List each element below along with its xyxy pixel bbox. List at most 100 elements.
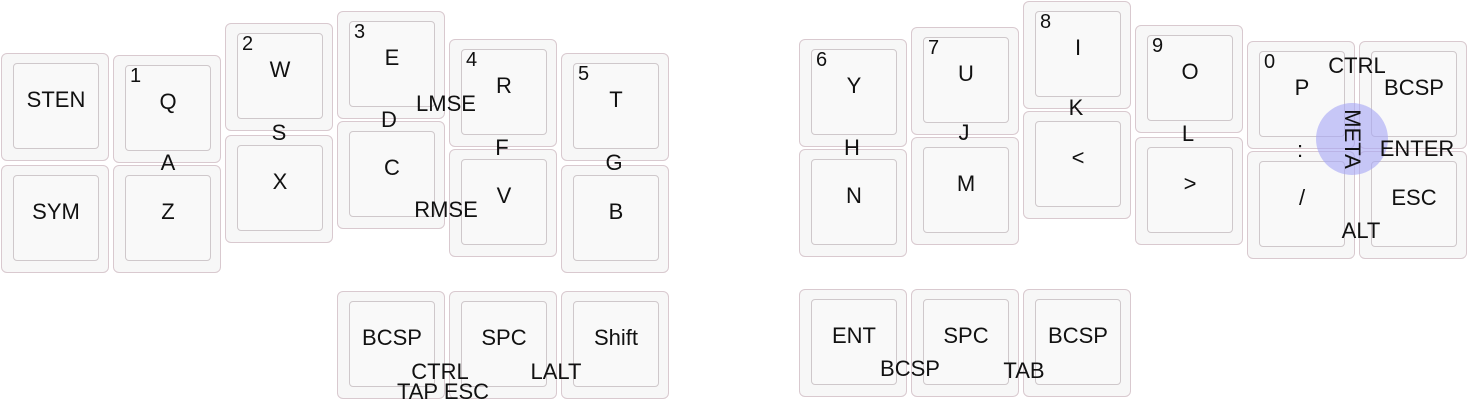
key-label: ENT (832, 323, 876, 348)
keycap-top (1371, 51, 1457, 137)
keycap-top (125, 175, 211, 261)
key-label: M (956, 171, 976, 196)
combo-bcsp-c: BCSP (880, 356, 940, 381)
key-label: R (496, 73, 512, 98)
keycap-top (923, 299, 1009, 385)
key-number: 3 (354, 21, 366, 43)
keycap-top (923, 37, 1009, 123)
keycap-top (349, 301, 435, 387)
key-label: > (1183, 171, 1197, 196)
key-number: 0 (1264, 51, 1276, 73)
key-m: M (911, 137, 1019, 245)
key-label: SPC (481, 325, 527, 350)
key-bcsp-rt: BCSP (1023, 289, 1131, 397)
key-ent: ENT (799, 289, 907, 397)
key-gt: > (1135, 137, 1243, 245)
keycap-top (1035, 121, 1121, 207)
key-label: C (384, 155, 400, 180)
keycap-top (13, 175, 99, 261)
combo-ctrl-l: CTRL (411, 359, 469, 384)
keycap-top (811, 49, 897, 135)
key-number: 6 (816, 49, 828, 71)
key-number: 1 (130, 65, 142, 87)
combo-f: F (495, 135, 509, 160)
key-label: Q (159, 89, 177, 114)
keycap-top (461, 301, 547, 387)
key-label: < (1071, 145, 1085, 170)
combo-enter: ENTER (1379, 136, 1455, 161)
combo-j: J (958, 120, 970, 145)
combo-highlight (1316, 103, 1388, 175)
keycap-top (461, 49, 547, 135)
key-sym: SYM (1, 165, 109, 273)
key-label: W (269, 57, 291, 82)
combo-colon: : (1296, 137, 1304, 162)
combo-rmse: RMSE (414, 197, 478, 222)
key-label: O (1181, 59, 1199, 84)
keycap-top (349, 131, 435, 217)
key-label: SPC (943, 323, 989, 348)
key-label: N (846, 183, 862, 208)
combo-d: D (381, 107, 397, 132)
keycap-top (573, 63, 659, 149)
key-shift: Shift (561, 291, 669, 399)
combo-h: H (844, 135, 860, 160)
keycap-top (811, 159, 897, 245)
keycap-top (461, 159, 547, 245)
key-x: X (225, 135, 333, 243)
key-label: X (272, 169, 288, 194)
key-label: ESC (1391, 185, 1437, 210)
combo-lalt: LALT (530, 359, 582, 384)
combo-meta: META (1340, 109, 1365, 169)
key-label: I (1074, 35, 1082, 60)
key-b: B (561, 165, 669, 273)
key-n: N (799, 149, 907, 257)
keycap-top (1035, 11, 1121, 97)
key-c: C (337, 121, 445, 229)
key-sten: STEN (1, 53, 109, 161)
keycap-top (1259, 161, 1345, 247)
keycap-top (1147, 35, 1233, 121)
combo-a: A (160, 150, 176, 175)
key-label: E (384, 45, 400, 70)
key-lt: < (1023, 111, 1131, 219)
keycap-top (237, 145, 323, 231)
keycap-top (237, 33, 323, 119)
key-label: Shift (593, 325, 639, 350)
keycap-top (125, 65, 211, 151)
keycap-top (923, 147, 1009, 233)
keycap-top (573, 175, 659, 261)
combo-l: L (1181, 121, 1195, 146)
key-bcsp-lt: BCSP (337, 291, 445, 399)
keycap-top (1035, 299, 1121, 385)
key-label: Z (161, 199, 175, 224)
key-number: 4 (466, 49, 478, 71)
combo-s: S (271, 120, 287, 145)
key-label: U (958, 61, 974, 86)
key-v: V (449, 149, 557, 257)
key-label: P (1294, 75, 1310, 100)
keycap-top (1147, 147, 1233, 233)
keycap-top (13, 63, 99, 149)
keycap-top (573, 301, 659, 387)
key-label: SYM (32, 199, 80, 224)
key-number: 9 (1152, 35, 1164, 57)
combo-k: K (1068, 95, 1084, 120)
key-z: Z (113, 165, 221, 273)
combo-tab: TAB (1003, 358, 1045, 383)
key-number: 8 (1040, 11, 1052, 33)
key-label: / (1298, 185, 1306, 210)
key-label: STEN (26, 87, 86, 112)
combo-ctrl-r: CTRL (1328, 53, 1386, 78)
key-number: 7 (928, 37, 940, 59)
